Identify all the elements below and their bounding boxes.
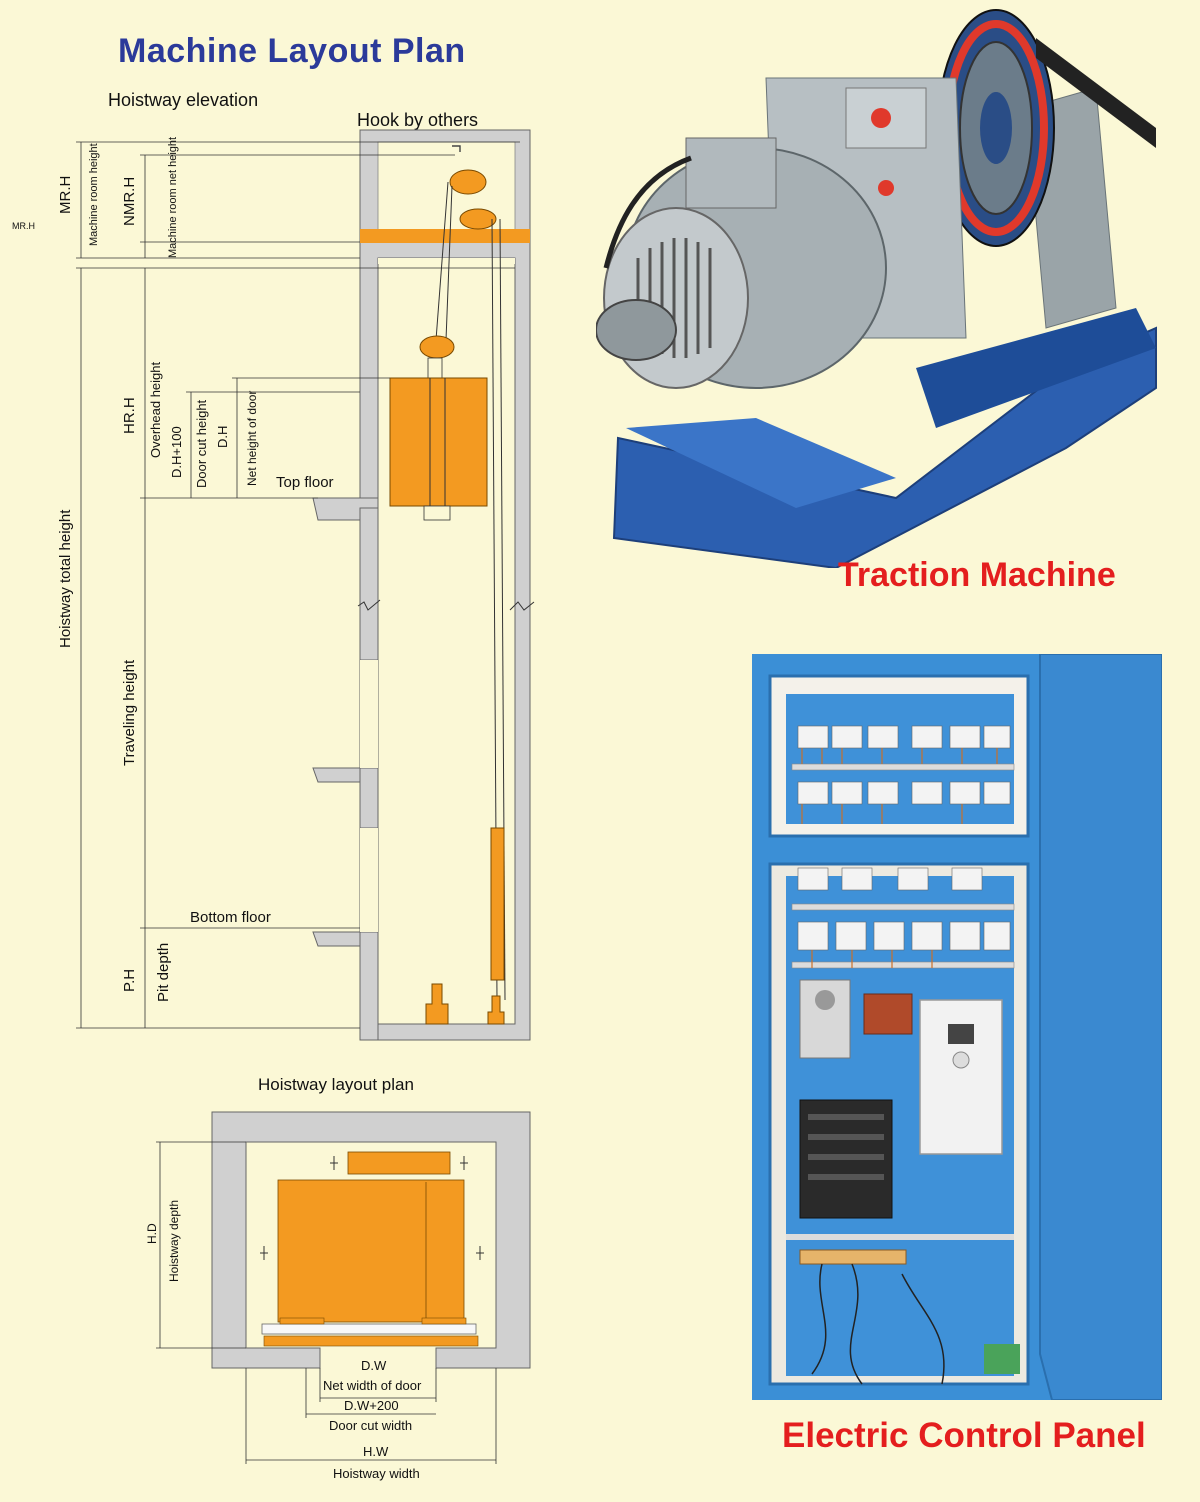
break-mark — [357, 599, 381, 611]
hoistway-plan-diagram: Hoistway layout plan H.D Hoistway depth … — [145, 1075, 531, 1481]
car-buffer — [425, 983, 449, 1025]
rope — [445, 185, 453, 341]
pit-depth-label: Pit depth — [155, 943, 172, 1002]
net-height-of-door-label: Net height of door — [245, 391, 259, 486]
break-mark — [509, 601, 535, 611]
hook-label: Hook by others — [357, 110, 478, 130]
machine-room-height-label: Machine room height — [88, 143, 100, 246]
landing-door — [263, 1335, 479, 1347]
mrh-outer-label: MR.H — [12, 221, 35, 231]
hrh-label: HR.H — [121, 397, 138, 434]
nmrh-label: NMR.H — [121, 177, 138, 226]
page-title: Machine Layout Plan — [118, 32, 466, 70]
car-sill — [261, 1323, 477, 1335]
mrh-label: MR.H — [57, 176, 74, 214]
wall-segment — [359, 507, 379, 661]
hd-label: H.D — [145, 1223, 159, 1244]
dw200-label: D.W+200 — [344, 1398, 399, 1413]
electric-control-panel-photo — [752, 654, 1162, 1400]
traction-machine-photo — [596, 9, 1157, 568]
top-floor-label: Top floor — [276, 474, 334, 491]
car-sheave — [419, 335, 455, 359]
overhead-height-label: Overhead height — [148, 361, 163, 458]
slab-gap — [378, 258, 515, 264]
door-cut-height-label: Door cut height — [194, 399, 209, 488]
car-sling-bottom — [423, 505, 451, 521]
counterweight — [490, 827, 505, 981]
hoistway-total-height-label: Hoistway total height — [57, 509, 74, 648]
plan-counterweight — [347, 1151, 451, 1175]
wall-break — [360, 828, 378, 932]
car-sling-top — [427, 357, 443, 381]
door-cut-width-label: Door cut width — [329, 1418, 412, 1433]
plan-dimension-lines — [156, 1141, 497, 1464]
machine-room-net-height-label: Machine room net height — [167, 137, 179, 258]
hoistway-width-label: Hoistway width — [333, 1466, 420, 1481]
dimension-lines — [76, 141, 520, 1029]
machine-floor-slab — [360, 229, 530, 243]
wall-break — [360, 660, 378, 768]
wall-segment — [359, 767, 379, 829]
traction-sheave — [449, 169, 487, 195]
ph-label: P.H — [121, 969, 138, 992]
traction-machine-label: Traction Machine — [838, 556, 1116, 594]
wall-segment — [359, 931, 379, 1041]
traveling-height-label: Traveling height — [121, 659, 138, 766]
rope — [435, 181, 449, 341]
dh-label: D.H — [215, 426, 230, 448]
bottom-floor-label: Bottom floor — [190, 909, 271, 926]
plan-caption: Hoistway layout plan — [258, 1075, 414, 1094]
hook-icon — [452, 145, 461, 152]
counterweight-buffer — [487, 995, 505, 1025]
dw-label: D.W — [361, 1358, 387, 1373]
hoistway-depth-label: Hoistway depth — [167, 1200, 181, 1282]
elevator-car — [389, 377, 488, 507]
deflector-sheave — [459, 208, 497, 230]
hw-label: H.W — [363, 1444, 389, 1459]
elevation-caption: Hoistway elevation — [108, 90, 258, 110]
hoistway-elevation-diagram: Hoistway elevation Hook by others — [12, 90, 535, 1041]
net-width-of-door-label: Net width of door — [323, 1378, 422, 1393]
dh100-label: D.H+100 — [169, 426, 184, 478]
plan-car — [277, 1179, 465, 1323]
electric-control-panel-label: Electric Control Panel — [782, 1416, 1146, 1455]
